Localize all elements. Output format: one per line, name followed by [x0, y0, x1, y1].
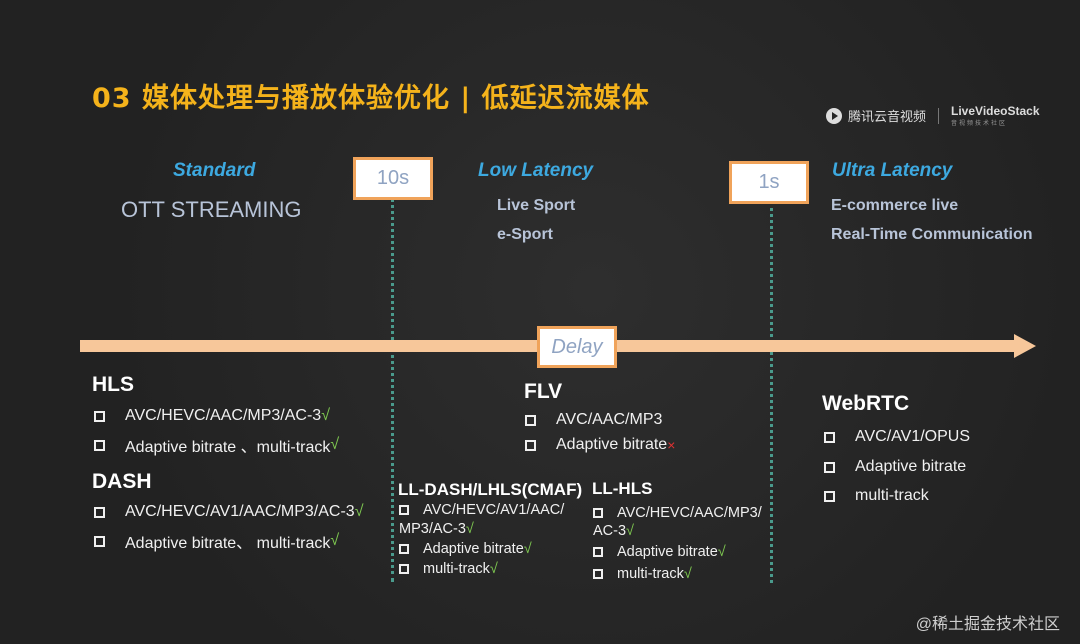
category-ultra-latency: Ultra Latency	[832, 160, 953, 181]
partner-name: LiveVideoStack	[951, 104, 1040, 118]
bullet-icon	[399, 564, 409, 574]
bullet-icon	[824, 461, 835, 473]
bullet-icon	[593, 508, 603, 518]
bullet-icon	[824, 431, 835, 443]
list-item: Adaptive bitrate、 multi-track√	[94, 529, 339, 553]
check-icon: √	[465, 521, 474, 537]
list-item: multi-track√	[593, 566, 692, 582]
category-standard-desc: OTT STREAMING	[121, 197, 302, 222]
watermark: @稀土掘金技术社区	[915, 616, 1060, 633]
check-icon: √	[330, 436, 340, 453]
list-item: Adaptive bitrate√	[399, 541, 532, 557]
protocol-hls-title: HLS	[92, 373, 134, 396]
list-item: Adaptive bitrate 、multi-track√	[94, 433, 339, 457]
list-item: AVC/HEVC/AV1/AAC/MP3/AC-3√	[94, 503, 363, 521]
marker-1s: 1s	[729, 161, 809, 204]
check-icon: √	[523, 541, 532, 557]
logo-divider	[938, 107, 940, 124]
list-item: AVC/AAC/MP3	[525, 411, 662, 429]
category-low-latency: Low Latency	[478, 160, 594, 181]
play-logo-icon	[826, 107, 842, 124]
use-case-esport: e-Sport	[497, 226, 553, 243]
check-icon: √	[489, 561, 498, 577]
bullet-icon	[94, 506, 105, 518]
check-icon: √	[717, 544, 726, 560]
use-case-rtc: Real-Time Communication	[831, 226, 1033, 243]
protocol-ll-hls-title: LL-HLS	[592, 479, 653, 498]
protocol-webrtc-title: WebRTC	[822, 392, 910, 415]
brand-name: 腾讯云音视频	[848, 109, 927, 124]
category-standard: Standard	[173, 160, 256, 181]
list-item: multi-track	[824, 487, 929, 505]
bullet-icon	[399, 544, 409, 554]
list-item: Adaptive bitrate×	[525, 436, 675, 454]
partner-sub: 音视频技术社区	[951, 121, 1008, 127]
bullet-icon	[593, 547, 603, 557]
list-item-continued: AC-3√	[593, 523, 635, 539]
list-item: AVC/HEVC/AAC/MP3/AC-3√	[94, 407, 330, 425]
check-icon: √	[330, 532, 340, 549]
use-case-ecommerce: E-commerce live	[831, 197, 959, 214]
use-case-live-sport: Live Sport	[497, 197, 576, 214]
bullet-icon	[525, 414, 536, 426]
page-title: 03 媒体处理与播放体验优化 | 低延迟流媒体	[92, 83, 650, 114]
protocol-ll-dash-title: LL-DASH/LHLS(CMAF)	[398, 480, 583, 499]
threshold-line-10s	[391, 198, 394, 582]
delay-label: Delay	[537, 326, 617, 368]
protocol-flv-title: FLV	[524, 380, 563, 403]
list-item: AVC/AV1/OPUS	[824, 428, 970, 446]
check-icon: √	[683, 566, 692, 582]
delay-axis-head	[1014, 334, 1036, 358]
cross-icon: ×	[667, 437, 676, 453]
bullet-icon	[399, 505, 409, 515]
bullet-icon	[824, 490, 835, 502]
bullet-icon	[94, 535, 105, 547]
list-item-continued: MP3/AC-3√	[399, 521, 474, 537]
brand-logo: 腾讯云音视频 LiveVideoStack 音视频技术社区	[826, 104, 1040, 127]
bullet-icon	[94, 410, 105, 422]
protocol-dash-title: DASH	[92, 470, 152, 493]
list-item: AVC/HEVC/AV1/AAC/	[399, 502, 564, 518]
bullet-icon	[593, 569, 603, 579]
bullet-icon	[525, 439, 536, 451]
threshold-line-1s	[770, 201, 773, 583]
list-item: AVC/HEVC/AAC/MP3/	[593, 505, 762, 521]
list-item: Adaptive bitrate	[824, 458, 966, 476]
marker-10s: 10s	[353, 157, 433, 200]
list-item: Adaptive bitrate√	[593, 544, 726, 560]
check-icon: √	[626, 523, 635, 539]
list-item: multi-track√	[399, 561, 498, 577]
check-icon: √	[321, 407, 330, 424]
check-icon: √	[354, 503, 364, 520]
partner-logo: LiveVideoStack 音视频技术社区	[951, 104, 1040, 127]
bullet-icon	[94, 439, 105, 451]
